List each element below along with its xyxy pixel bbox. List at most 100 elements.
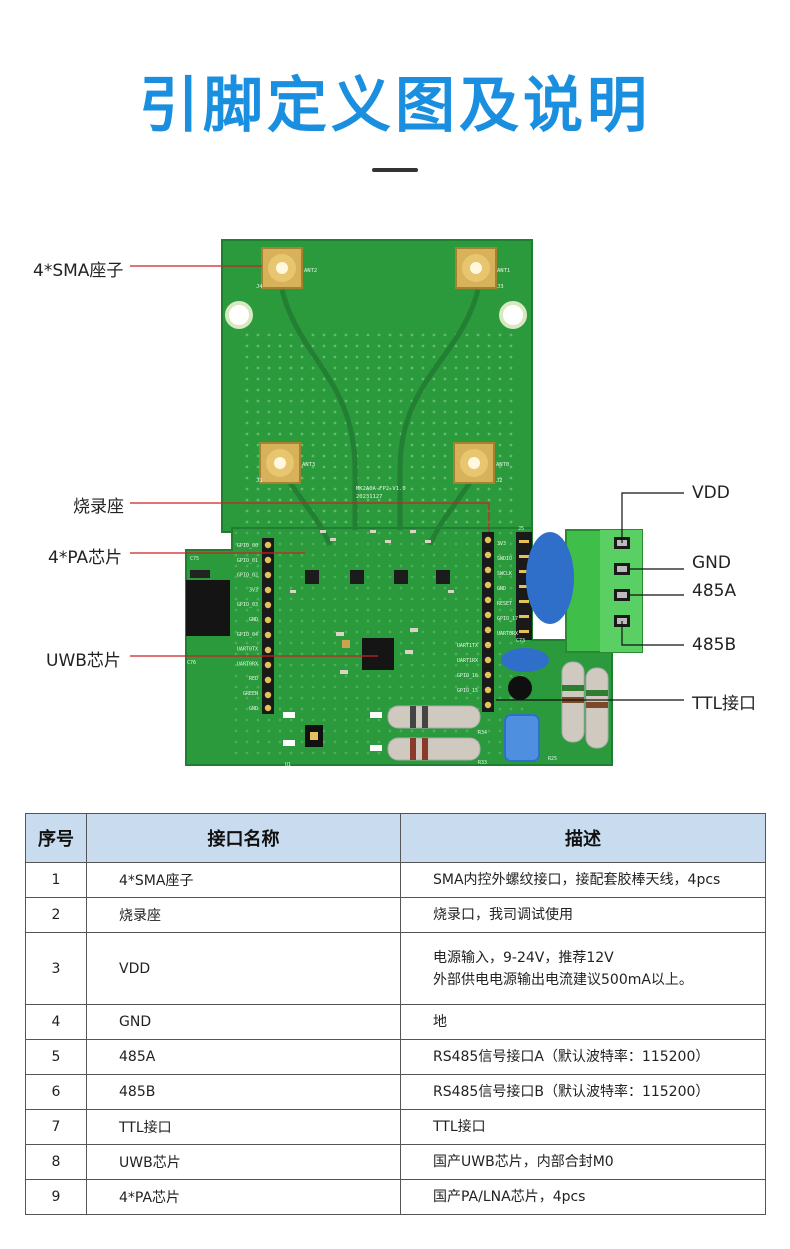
label-date: 20231127 — [356, 494, 383, 500]
cell-no: 3 — [25, 932, 87, 1005]
cell-no: 7 — [25, 1109, 87, 1145]
mounting-hole — [499, 301, 527, 329]
swd-pin-label-0: 3V3 — [497, 541, 506, 547]
ttl-pin-label-1: UART1RX — [457, 658, 478, 664]
label-u1: U1 — [285, 762, 291, 768]
cell-name: VDD — [86, 932, 401, 1005]
smd-part — [190, 570, 210, 578]
left-pin-label-0: GPIO_00 — [237, 543, 258, 549]
label-ant2: ANT2 — [304, 268, 317, 274]
callout-485b: 485B — [692, 635, 737, 655]
table-row: 8 UWB芯片 国产UWB芯片，内部合封M0 — [25, 1144, 766, 1180]
left-pin-label-2: GPIO_02 — [237, 573, 258, 579]
pa-chips — [305, 570, 450, 584]
cell-no: 9 — [25, 1179, 87, 1215]
label-j4: J4 — [256, 284, 263, 290]
cell-name: 烧录座 — [86, 897, 401, 933]
cell-desc: 国产UWB芯片，内部合封M0 — [400, 1144, 766, 1180]
cell-desc: RS485信号接口A（默认波特率：115200） — [400, 1039, 766, 1075]
blue-varistor — [526, 532, 574, 624]
table-row: 1 4*SMA座子 SMA内控外螺纹接口，接配套胶棒天线，4pcs — [25, 862, 766, 898]
cell-name: 4*SMA座子 — [86, 862, 401, 898]
left-pin-label-1: GPIO_01 — [237, 558, 258, 564]
cell-no: 5 — [25, 1039, 87, 1075]
swd-pin-label-1: SWDIO — [497, 556, 512, 562]
left-pin-label-5: GND — [249, 617, 258, 623]
left-pin-label-10: GREEN — [243, 691, 258, 697]
left-pin-header — [262, 538, 274, 714]
cell-desc: 地 — [400, 1004, 766, 1040]
cell-name: TTL接口 — [86, 1109, 401, 1145]
label-part-no: MK2A0A-FP2-V1.0 — [356, 486, 406, 492]
table-row: 4 GND 地 — [25, 1004, 766, 1040]
burn-header — [482, 532, 494, 712]
table-row: 2 烧录座 烧录口，我司调试使用 — [25, 897, 766, 933]
buzzer — [508, 676, 532, 700]
ttl-pin-label-0: UART1TX — [457, 643, 478, 649]
table-row: 6 485B RS485信号接口B（默认波特率：115200） — [25, 1074, 766, 1110]
label-c76: C76 — [187, 660, 196, 666]
table-row: 5 485A RS485信号接口A（默认波特率：115200） — [25, 1039, 766, 1075]
sma-connector — [259, 442, 301, 484]
callout-lines — [130, 265, 490, 657]
cell-name: 485A — [86, 1039, 401, 1075]
sma-connector — [261, 247, 303, 289]
callout-pa: 4*PA芯片 — [48, 548, 123, 568]
table-row: 7 TTL接口 TTL接口 — [25, 1109, 766, 1145]
label-j2: J2 — [496, 478, 503, 484]
swd-header — [516, 532, 532, 640]
left-pin-label-3: 3V3 — [249, 587, 258, 593]
callout-gnd: GND — [692, 553, 731, 573]
uwb-chip — [362, 638, 394, 670]
header-name: 接口名称 — [86, 813, 401, 863]
cell-name: GND — [86, 1004, 401, 1040]
swd-pin-label-2: SWCLK — [497, 571, 512, 577]
terminal-block — [565, 529, 643, 653]
label-ant3: ANT3 — [302, 462, 315, 468]
cell-desc: SMA内控外螺纹接口，接配套胶棒天线，4pcs — [400, 862, 766, 898]
label-ant1: ANT1 — [497, 268, 510, 274]
callout-lines-right — [496, 492, 684, 701]
callout-burn: 烧录座 — [73, 497, 124, 517]
label-r34: R34 — [478, 730, 487, 736]
header-no: 序号 — [25, 813, 87, 863]
label-j5: J5 — [518, 526, 524, 532]
page-title: 引脚定义图及说明 — [139, 71, 651, 141]
callout-sma: 4*SMA座子 — [33, 261, 124, 281]
cell-no: 1 — [25, 862, 87, 898]
cell-desc-line2: 外部供电电源输出电流建议500mA以上。 — [433, 971, 693, 988]
led-pad — [310, 732, 318, 740]
cell-name: 485B — [86, 1074, 401, 1110]
cell-desc: 国产PA/LNA芯片，4pcs — [400, 1179, 766, 1215]
table-row: 3 VDD 电源输入，9-24V，推荐12V 外部供电电源输出电流建议500mA… — [25, 932, 766, 1005]
sot-parts — [283, 712, 382, 751]
left-pin-label-7: UART0TX — [237, 647, 258, 653]
ttl-pin-label-3: GPIO_15 — [457, 688, 478, 694]
inductor — [186, 580, 230, 636]
callout-ttl: TTL接口 — [692, 694, 756, 714]
ttl-pin-label-2: GPIO_16 — [457, 673, 478, 679]
crystal — [342, 640, 350, 648]
swd-pin-label-5: GPIO_17 — [497, 616, 518, 622]
cell-name: UWB芯片 — [86, 1144, 401, 1180]
swd-pin-label-3: GND — [497, 586, 506, 592]
passive-components — [290, 530, 454, 674]
pin-definition-table: 序号 接口名称 描述 1 4*SMA座子 SMA内控外螺纹接口，接配套胶棒天线，… — [25, 813, 766, 1215]
callout-vdd: VDD — [692, 483, 730, 503]
left-pin-label-6: GPIO_04 — [237, 632, 258, 638]
label-ant0: ANT0 — [496, 462, 509, 468]
cell-desc: TTL接口 — [400, 1109, 766, 1145]
cell-name: 4*PA芯片 — [86, 1179, 401, 1215]
left-pin-label-11: GND — [249, 706, 258, 712]
table-row: 9 4*PA芯片 国产PA/LNA芯片，4pcs — [25, 1179, 766, 1215]
left-pin-label-4: GPIO_03 — [237, 602, 258, 608]
header-desc: 描述 — [400, 813, 766, 863]
cell-desc: 烧录口，我司调试使用 — [400, 897, 766, 933]
pcb-board-illustration: ANT2 ANT1 ANT3 ANT0 J4 J3 J1 J2 MK2A0A-F… — [130, 239, 684, 768]
mounting-hole — [225, 301, 253, 329]
cell-no: 4 — [25, 1004, 87, 1040]
cell-no: 6 — [25, 1074, 87, 1110]
left-pin-label-8: UART0RX — [237, 661, 258, 667]
sma-connector — [455, 247, 497, 289]
electrolytic-capacitor — [504, 714, 540, 762]
